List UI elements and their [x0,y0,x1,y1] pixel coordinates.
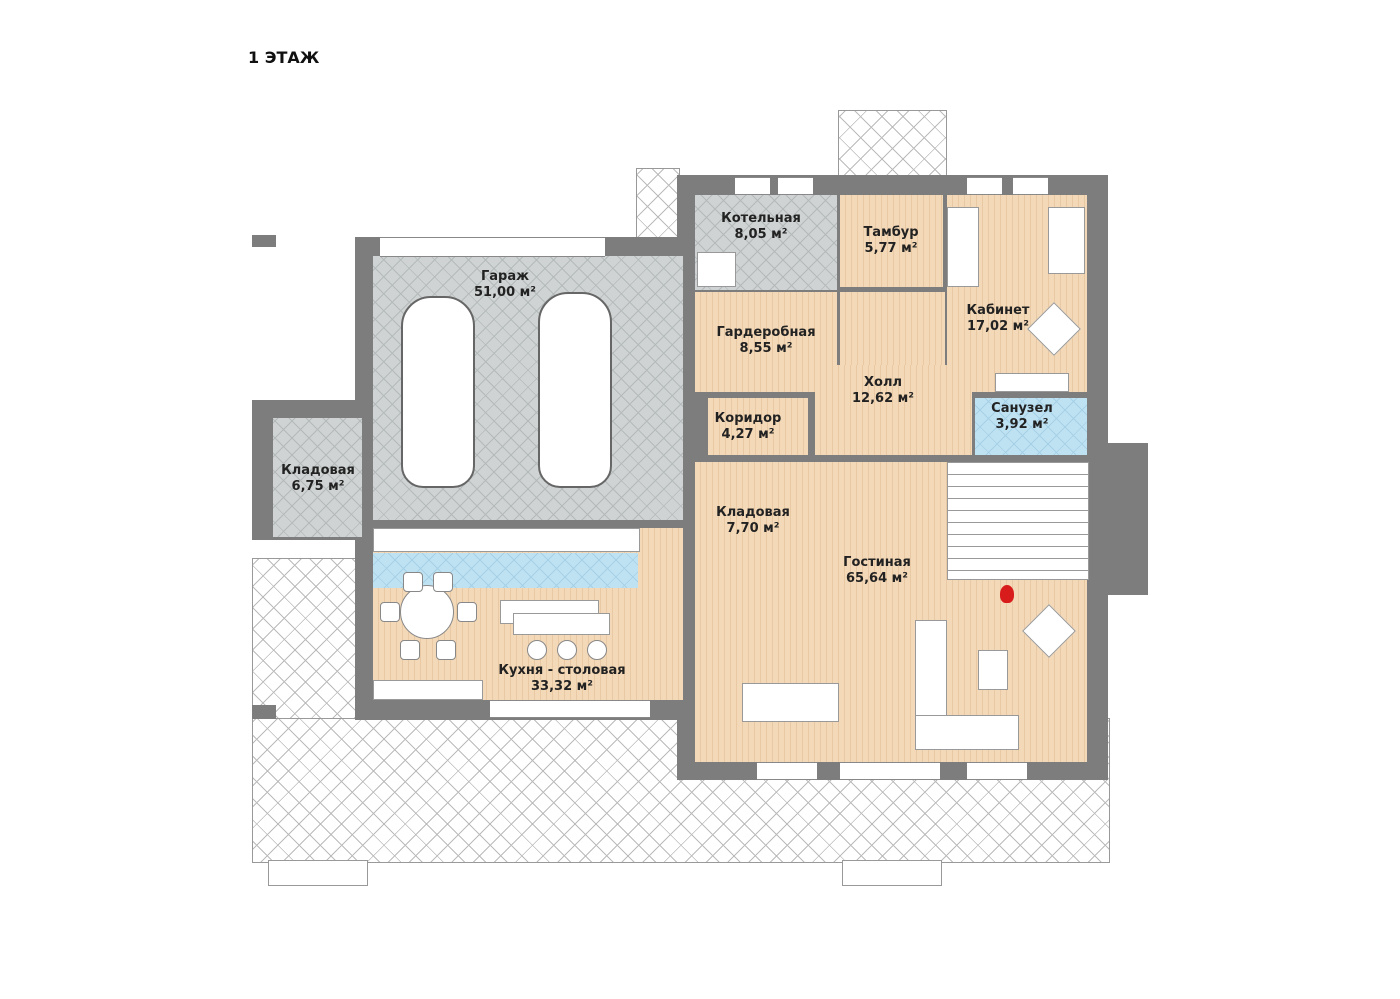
chair-icon [433,572,453,592]
room-area: 17,02 м² [967,319,1029,334]
room-area: 51,00 м² [474,285,536,300]
room-name: Кладовая [716,505,790,520]
room-storage-1 [273,418,362,537]
column [252,235,276,247]
steps-right [842,860,942,886]
car-icon [401,296,475,488]
room-name: Санузел [991,401,1053,416]
window [967,762,1027,780]
room-corridor [708,398,808,455]
dining-table [742,683,839,722]
chair-icon [436,640,456,660]
room-name: Кухня - столовая [498,663,626,678]
window [840,762,940,780]
window [490,700,650,718]
round-table [400,585,454,639]
room-area: 33,32 м² [531,679,593,694]
room-boiler [695,195,837,290]
room-area: 8,55 м² [739,341,793,356]
kitchen-bench [373,680,483,700]
room-name: Гараж [480,269,530,284]
desk [947,207,979,287]
kitchen-island [513,613,610,635]
room-vestibule [840,195,943,287]
room-name: Котельная [721,211,801,226]
room-name: Кладовая [281,463,355,478]
window [735,177,770,195]
kitchen-counter [373,528,640,552]
porch [838,110,947,180]
room-area: 5,77 м² [864,241,918,256]
chair-icon [457,602,477,622]
room-area: 8,05 м² [734,227,788,242]
room-storage-2-floor [695,462,808,575]
room-name: Кабинет [966,303,1030,318]
window [967,177,1002,195]
steps-left [268,860,368,886]
window [778,177,813,195]
window [1013,177,1048,195]
chair-icon [403,572,423,592]
room-bathroom [975,398,1087,455]
stool-icon [557,640,577,660]
stool-icon [527,640,547,660]
staircase[interactable] [947,462,1089,580]
chair-icon [380,602,400,622]
room-name: Гардеробная [716,325,816,340]
room-area: 6,75 м² [291,479,345,494]
sofa [1048,207,1085,274]
room-area: 7,70 м² [726,521,780,536]
room-name: Гостиная [843,555,911,570]
room-area: 3,92 м² [995,417,1049,432]
room-area: 4,27 м² [721,427,775,442]
car-icon [538,292,612,488]
bay-wall [1085,443,1148,595]
sofa [915,715,1019,750]
room-area: 65,64 м² [846,571,908,586]
boiler [697,252,736,287]
window [757,762,817,780]
column [252,705,276,719]
coffee-table [978,650,1008,690]
garage-door [380,237,605,257]
room-name: Коридор [714,411,782,426]
chair-icon [400,640,420,660]
room-hall-lower [815,365,972,455]
room-hall [840,292,945,367]
room-wardrobe [695,292,837,392]
tv-stand [995,373,1069,392]
room-name: Холл [864,375,902,390]
room-area: 12,62 м² [852,391,914,406]
room-name: Тамбур [863,225,919,240]
floor-title: 1 ЭТАЖ [248,48,320,67]
stool-icon [587,640,607,660]
fireplace-icon [1000,585,1014,603]
